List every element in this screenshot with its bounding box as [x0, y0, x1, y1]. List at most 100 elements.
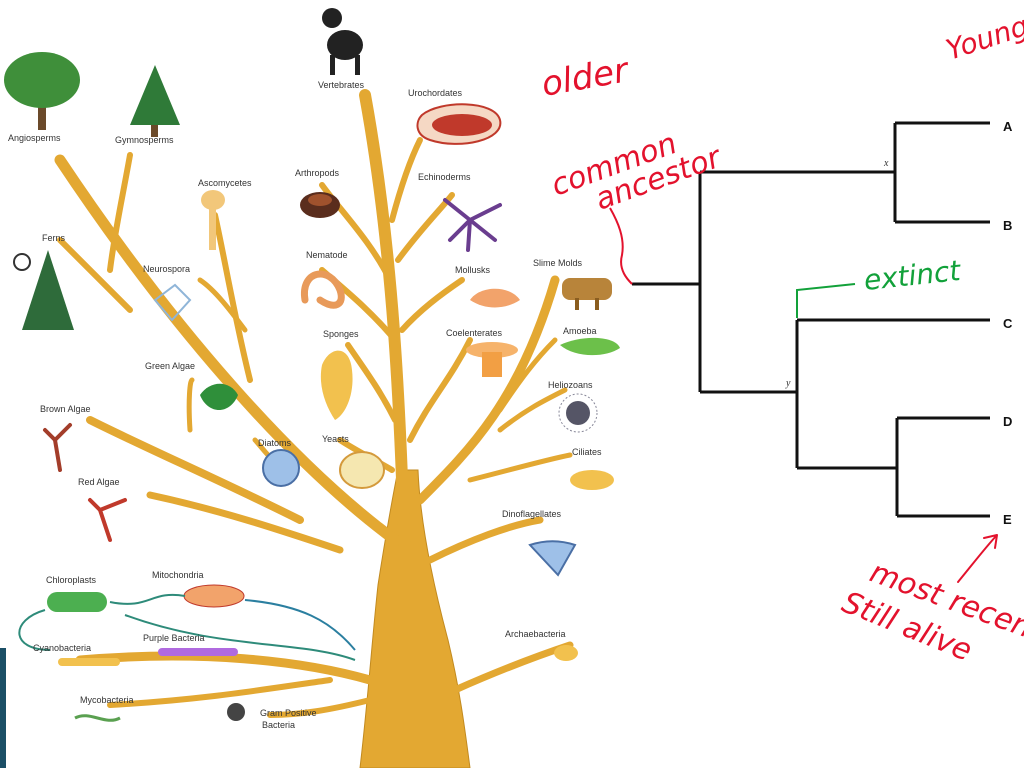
tip-label-a: A [1003, 119, 1013, 134]
archaebacteria-icon [554, 645, 578, 661]
branch-archaebacteria [451, 641, 574, 694]
fern-icon [13, 250, 74, 330]
neurospora-icon [153, 283, 192, 322]
poodle-icon [322, 8, 363, 75]
tip-label-e: E [1003, 512, 1012, 527]
label-gram-positive-bacteria: Bacteria [262, 720, 295, 730]
branch-neurospora [197, 277, 248, 333]
purple-bacteria-icon [158, 648, 238, 656]
label-slime-molds: Slime Molds [533, 258, 583, 268]
label-mitochondria: Mitochondria [152, 570, 204, 580]
urochordate-icon [416, 103, 502, 145]
slime-mold-icon [562, 278, 612, 310]
starfish-icon [443, 198, 502, 252]
label-angiosperms: Angiosperms [8, 133, 61, 143]
diatom-icon [262, 449, 300, 487]
annotation-younger: Younger [942, 0, 1024, 67]
tree-trunk [359, 469, 471, 768]
sponge-icon [320, 350, 353, 420]
annotation-extinct: extinct [862, 254, 963, 297]
label-brown-algae: Brown Algae [40, 404, 91, 414]
label-ascomycetes: Ascomycetes [198, 178, 252, 188]
yeast-icon [339, 451, 385, 489]
organism-icons [4, 8, 620, 722]
tree-labels: Angiosperms Gymnosperms Vertebrates Uroc… [8, 80, 602, 730]
branch-gymnosperms [107, 152, 133, 273]
annotation-ancestor-pointer [609, 207, 633, 285]
label-cyanobacteria: Cyanobacteria [33, 643, 91, 653]
label-heliozoans: Heliozoans [548, 380, 593, 390]
amoeba-icon [560, 337, 620, 356]
branch-amoeba [497, 337, 558, 413]
slide-accent-bar [0, 648, 6, 768]
branch-sponges [345, 342, 398, 423]
branch-coelenterates [407, 337, 473, 443]
dinoflagellate-icon [528, 540, 577, 577]
mycobacteria-icon [74, 714, 121, 722]
mollusk-icon [470, 288, 520, 308]
tree-of-life: Angiosperms Gymnosperms Vertebrates Uroc… [4, 8, 620, 768]
label-green-algae: Green Algae [145, 361, 195, 371]
label-coelenterates: Coelenterates [446, 328, 503, 338]
endosymbiosis-arrows [18, 593, 356, 661]
ascomycete-mushroom-icon [201, 190, 225, 250]
label-arthropods: Arthropods [295, 168, 340, 178]
cyanobacteria-icon [58, 658, 120, 666]
node-label-x: x [883, 158, 889, 169]
branch-heliozoans [497, 387, 568, 433]
label-diatoms: Diatoms [258, 438, 292, 448]
label-gymnosperms: Gymnosperms [115, 135, 174, 145]
annotation-older: older [539, 50, 633, 105]
label-archaebacteria: Archaebacteria [505, 629, 566, 639]
gram-positive-icon [227, 703, 245, 721]
mitochondria-icon [183, 584, 245, 608]
angiosperm-tree-icon [4, 52, 80, 130]
label-amoeba: Amoeba [563, 326, 597, 336]
branch-brown-algae [86, 416, 304, 524]
cladogram [632, 121, 990, 518]
branch-ascomycetes [212, 212, 253, 383]
gymnosperm-tree-icon [130, 65, 180, 137]
label-vertebrates: Vertebrates [318, 80, 365, 90]
branch-urochordates [389, 137, 423, 223]
green-algae-icon [200, 383, 238, 410]
heliozoan-icon [558, 393, 598, 433]
branch-red-algae [146, 491, 344, 554]
tip-label-d: D [1003, 414, 1012, 429]
arthropod-tick-icon [300, 192, 340, 218]
label-urochordates: Urochordates [408, 88, 463, 98]
branch-dinoflagellates [426, 516, 544, 564]
branch-right-upper [415, 275, 560, 505]
brown-algae-icon [43, 423, 72, 472]
ciliate-icon [570, 470, 614, 490]
label-nematode: Nematode [306, 250, 348, 260]
branch-left-main [54, 154, 401, 546]
label-mycobacteria: Mycobacteria [80, 695, 134, 705]
label-ciliates: Ciliates [572, 447, 602, 457]
coelenterate-icon [466, 342, 518, 377]
label-mollusks: Mollusks [455, 265, 491, 275]
label-neurospora: Neurospora [143, 264, 190, 274]
label-purple-bacteria: Purple Bacteria [143, 633, 205, 643]
annotation-recent-arrow [957, 534, 998, 583]
label-chloroplasts: Chloroplasts [46, 575, 97, 585]
red-algae-icon [88, 498, 127, 542]
node-label-y: y [785, 378, 791, 389]
nematode-worm-icon [301, 270, 345, 309]
tree-branches [54, 89, 574, 718]
branch-echinoderms [395, 192, 455, 263]
branch-bacteria-left [75, 651, 375, 685]
branch-ciliates [467, 452, 573, 483]
label-sponges: Sponges [323, 329, 359, 339]
label-echinoderms: Echinoderms [418, 172, 471, 182]
branch-green-algae [186, 377, 195, 433]
label-dinoflagellates: Dinoflagellates [502, 509, 562, 519]
tip-label-c: C [1003, 316, 1013, 331]
annotation-extinct-bracket [796, 283, 856, 318]
chloroplast-icon [47, 592, 107, 612]
branch-ferns [57, 237, 133, 313]
branch-mollusks [399, 277, 465, 333]
branch-gram-positive [267, 697, 373, 718]
